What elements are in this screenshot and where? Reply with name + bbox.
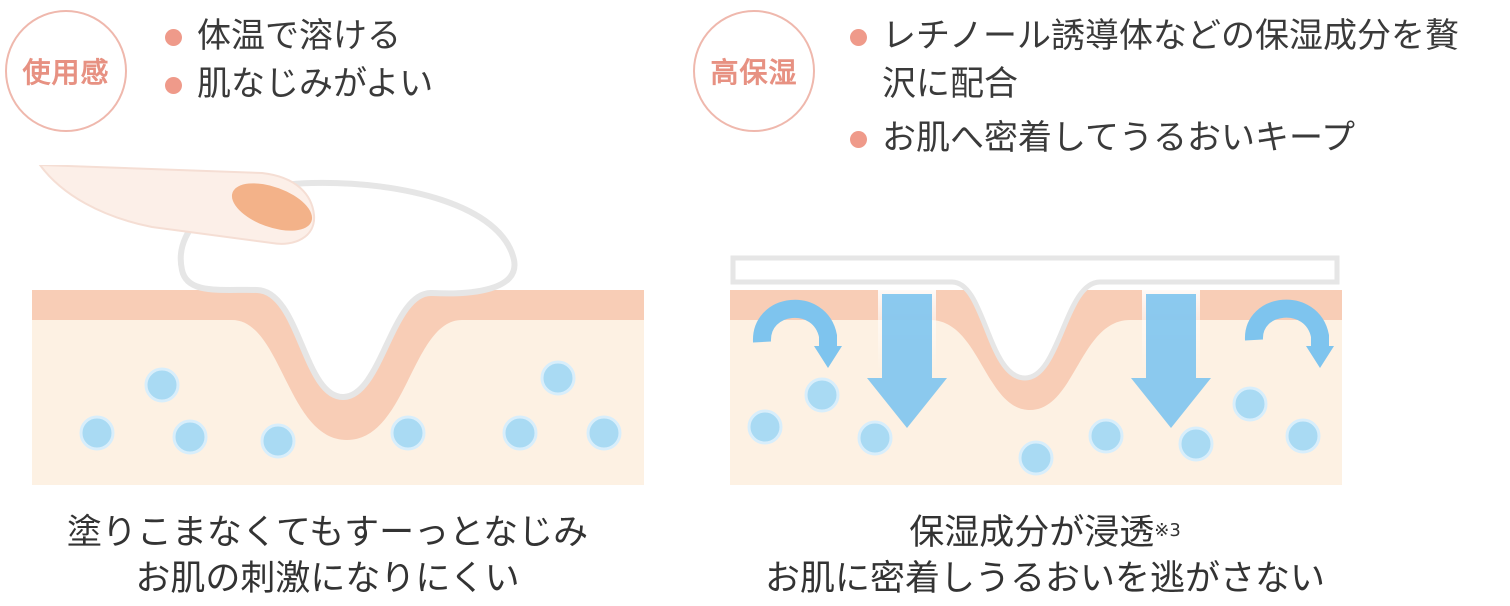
moisture-droplet-icon [586,415,622,451]
penetration-arrow-icon [867,294,947,428]
moisturizing-caption-line: お肌に密着しうるおいを逃がさない [764,559,1325,599]
moisturizing-badge-label: 高保湿 [710,56,798,89]
moisturizing-caption: 保湿成分が浸透※3 お肌に密着しうるおいを逃がさない [705,510,1385,602]
moisture-droplet-icon [747,409,783,445]
usability-caption: 塗りこまなくてもすーっとなじみ お肌の刺激になりにくい [20,510,635,602]
moisture-droplet-icon [540,360,576,396]
moisturizing-badge: 高保湿 [693,10,815,132]
usability-badge-label: 使用感 [22,56,110,89]
moisture-droplet-icon [1018,440,1054,476]
bullet-dot-icon [165,77,182,94]
bullet-dot-icon [165,29,182,46]
moisture-droplet-icon [502,415,538,451]
bullet-dot-icon [850,131,867,148]
bullet-dot-icon [850,29,867,46]
moisture-droplet-icon [1232,386,1268,422]
moisturizing-bullet-item: レチノール誘導体などの保湿成分を贅沢に配合 [850,12,1490,108]
usability-caption-line: お肌の刺激になりにくい [135,559,520,599]
moisture-droplet-icon [172,419,208,455]
curved-arrow-icon [1306,346,1334,368]
fingernail [231,183,313,231]
moisturizing-bullet-list: レチノール誘導体などの保湿成分を贅沢に配合 お肌へ密着してうるおいキープ [850,12,1490,162]
usability-bullet-item: 肌なじみがよい [165,60,585,108]
moisture-droplet-icon [1285,418,1321,454]
moisture-droplet-icon [260,423,296,459]
penetration-arrow-icon [1131,294,1211,428]
usability-bullet-item: 体温で溶ける [165,12,585,60]
moisture-droplet-icon [857,420,893,456]
left-skin-illustration [32,165,644,485]
moisture-droplet-icon [804,377,840,413]
footnote-mark: ※3 [1154,520,1181,541]
cream-film [730,255,1340,381]
right-skin-illustration [730,255,1342,485]
moisturizing-caption-line: 保湿成分が浸透※3 [909,513,1181,553]
moisture-droplet-icon [1178,426,1214,462]
curved-arrow-icon [1245,299,1329,346]
curved-arrow-icon [814,346,842,368]
moisture-droplet-icon [144,367,180,403]
usability-bullet-list: 体温で溶ける 肌なじみがよい [165,12,585,108]
moisturizing-bullet-item: お肌へ密着してうるおいキープ [850,114,1490,162]
moisture-droplet-icon [79,415,115,451]
moisture-droplet-icon [390,415,426,451]
usability-caption-line: 塗りこまなくてもすーっとなじみ [66,513,589,553]
curved-arrow-icon [753,300,837,346]
usability-badge: 使用感 [5,10,127,132]
moisture-droplet-icon [1088,418,1124,454]
